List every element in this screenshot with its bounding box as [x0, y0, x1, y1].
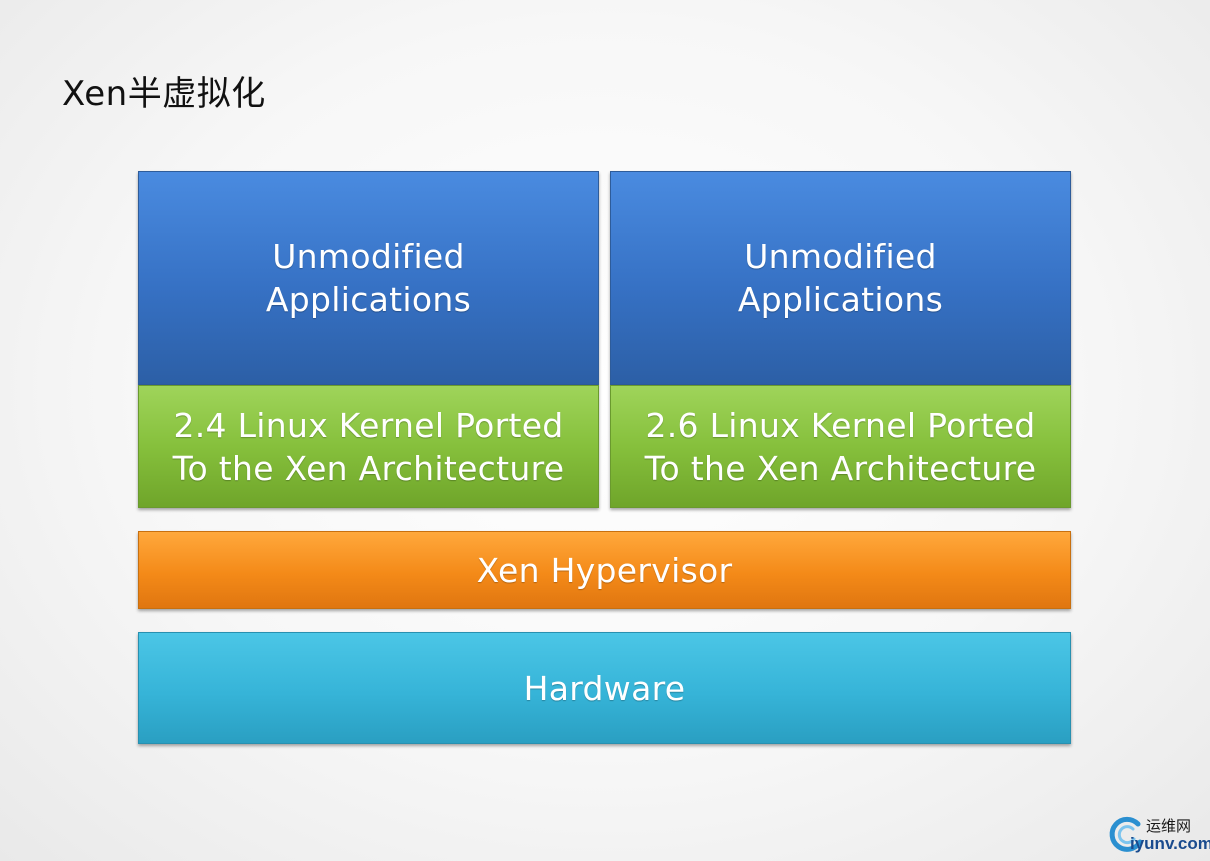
guest1-applications-block: Unmodified Applications	[138, 171, 599, 385]
slide-title: Xen半虚拟化	[62, 74, 266, 114]
guest1-applications-line1: Unmodified	[272, 237, 465, 276]
guest2-kernel-block: 2.6 Linux Kernel Ported To the Xen Archi…	[610, 385, 1071, 508]
guest1-applications-line2: Applications	[265, 280, 472, 319]
guest2-applications-block: Unmodified Applications	[610, 171, 1071, 385]
logo-swirl-icon	[1109, 816, 1143, 852]
guest2-applications-line2: Applications	[737, 280, 944, 319]
guest1-kernel-line2: To the Xen Architecture	[172, 448, 565, 488]
hardware-label: Hardware	[523, 668, 686, 708]
hypervisor-block: Xen Hypervisor	[138, 531, 1071, 609]
watermark-cn-text: 运维网	[1146, 817, 1192, 835]
guest1-kernel-line1: 2.4 Linux Kernel Ported	[173, 405, 564, 445]
guest2-kernel-line2: To the Xen Architecture	[644, 448, 1037, 488]
hardware-block: Hardware	[138, 632, 1071, 744]
guest1-kernel-block: 2.4 Linux Kernel Ported To the Xen Archi…	[138, 385, 599, 508]
hypervisor-label: Xen Hypervisor	[476, 550, 733, 590]
guest2-kernel-line1: 2.6 Linux Kernel Ported	[645, 405, 1036, 445]
watermark-en-text: iyunv.com	[1130, 834, 1210, 853]
guest2-applications-line1: Unmodified	[744, 237, 937, 276]
watermark-logo: 运维网 iyunv.com	[1106, 812, 1210, 858]
